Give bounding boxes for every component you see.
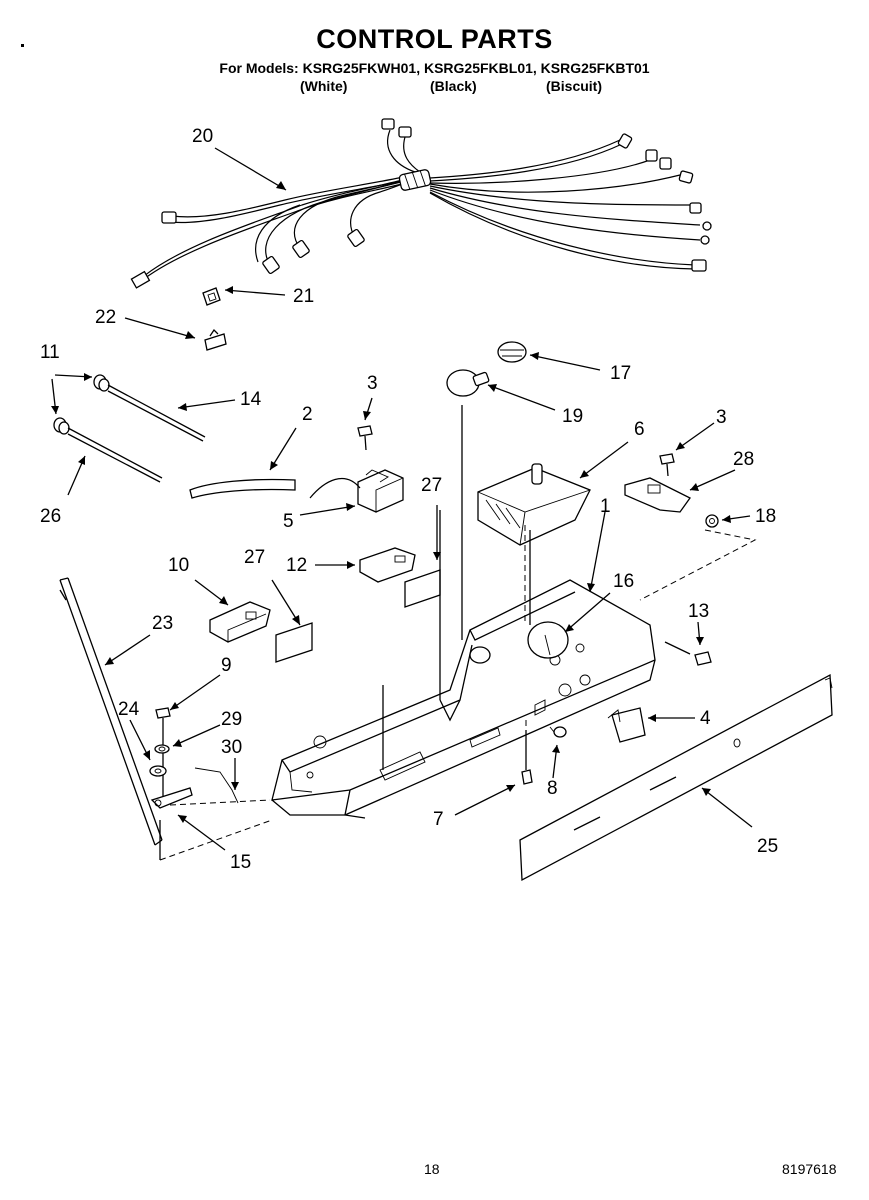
rod-26-assembly [53, 417, 163, 483]
panel-25 [519, 673, 833, 882]
knob-8 [549, 726, 567, 738]
callout-8: 8 [547, 778, 558, 799]
callout-1: 1 [600, 496, 611, 517]
finish-black: (Black) [430, 78, 477, 94]
callout-2: 2 [302, 404, 313, 425]
wire-clip-21 [202, 287, 221, 306]
switch-4 [607, 707, 646, 743]
document-number: 8197618 [782, 1161, 837, 1177]
control-housing-1 [271, 405, 656, 819]
washer-24 [149, 765, 167, 777]
screw-9 [155, 707, 171, 800]
callout-17: 17 [610, 363, 632, 384]
leader-lines [51, 147, 753, 851]
switch-5 [309, 469, 404, 513]
callout-18: 18 [755, 506, 777, 527]
label-27-left [275, 622, 313, 663]
dash-28-1 [639, 529, 757, 601]
wire-clip-22 [204, 328, 227, 351]
label-27-right [404, 569, 441, 608]
wire-30 [194, 767, 239, 804]
callout-27-right: 27 [421, 475, 443, 496]
bracket-12 [359, 547, 416, 583]
callout-25: 25 [757, 836, 779, 857]
callout-12: 12 [286, 555, 308, 576]
callout-5: 5 [283, 511, 294, 532]
callout-27-left: 27 [244, 547, 266, 568]
finish-white: (White) [300, 78, 348, 94]
dash-bottom [159, 819, 273, 861]
bracket-15 [150, 787, 193, 809]
tube-2 [189, 478, 296, 499]
callout-20: 20 [192, 126, 214, 147]
light-bulb-19 [446, 369, 490, 397]
finish-biscuit: (Biscuit) [546, 78, 602, 94]
callout-30: 30 [221, 737, 243, 758]
callout-24: 24 [118, 699, 140, 720]
screw-3-right [659, 453, 675, 477]
callout-6: 6 [634, 419, 645, 440]
callout-16: 16 [613, 571, 635, 592]
callout-15: 15 [230, 852, 252, 873]
callout-21: 21 [293, 286, 315, 307]
screw-16 [527, 621, 569, 659]
stray-mark [21, 44, 24, 47]
callout-22: 22 [95, 307, 117, 328]
callout-4: 4 [700, 708, 711, 729]
models-line: For Models: KSRG25FKWH01, KSRG25FKBL01, … [219, 60, 650, 76]
page-number: 18 [424, 1161, 440, 1177]
screw-7 [521, 730, 533, 785]
washer-29 [154, 744, 170, 754]
lamp-socket-17 [497, 341, 527, 363]
callout-10: 10 [168, 555, 190, 576]
callout-28: 28 [733, 449, 755, 470]
dash-15 [169, 799, 271, 806]
rod-14-assembly [93, 374, 206, 442]
module-28 [624, 477, 691, 513]
callout-14: 14 [240, 389, 262, 410]
callout-3-right: 3 [716, 407, 727, 428]
callout-19: 19 [562, 406, 584, 427]
callout-9: 9 [221, 655, 232, 676]
screw-3-left [357, 425, 373, 451]
callout-3-left: 3 [367, 373, 378, 394]
nut-18 [705, 514, 719, 528]
bracket-10 [209, 601, 271, 643]
wire-harness [130, 118, 712, 289]
callout-23: 23 [152, 613, 174, 634]
screw-13 [664, 641, 712, 666]
callout-29: 29 [221, 709, 243, 730]
callout-7: 7 [433, 809, 444, 830]
page-title: CONTROL PARTS [316, 24, 553, 54]
callout-11: 11 [40, 342, 60, 363]
control-board-6 [477, 463, 591, 546]
callout-26: 26 [40, 506, 62, 527]
strip-23 [59, 577, 163, 846]
callout-13: 13 [688, 601, 710, 622]
